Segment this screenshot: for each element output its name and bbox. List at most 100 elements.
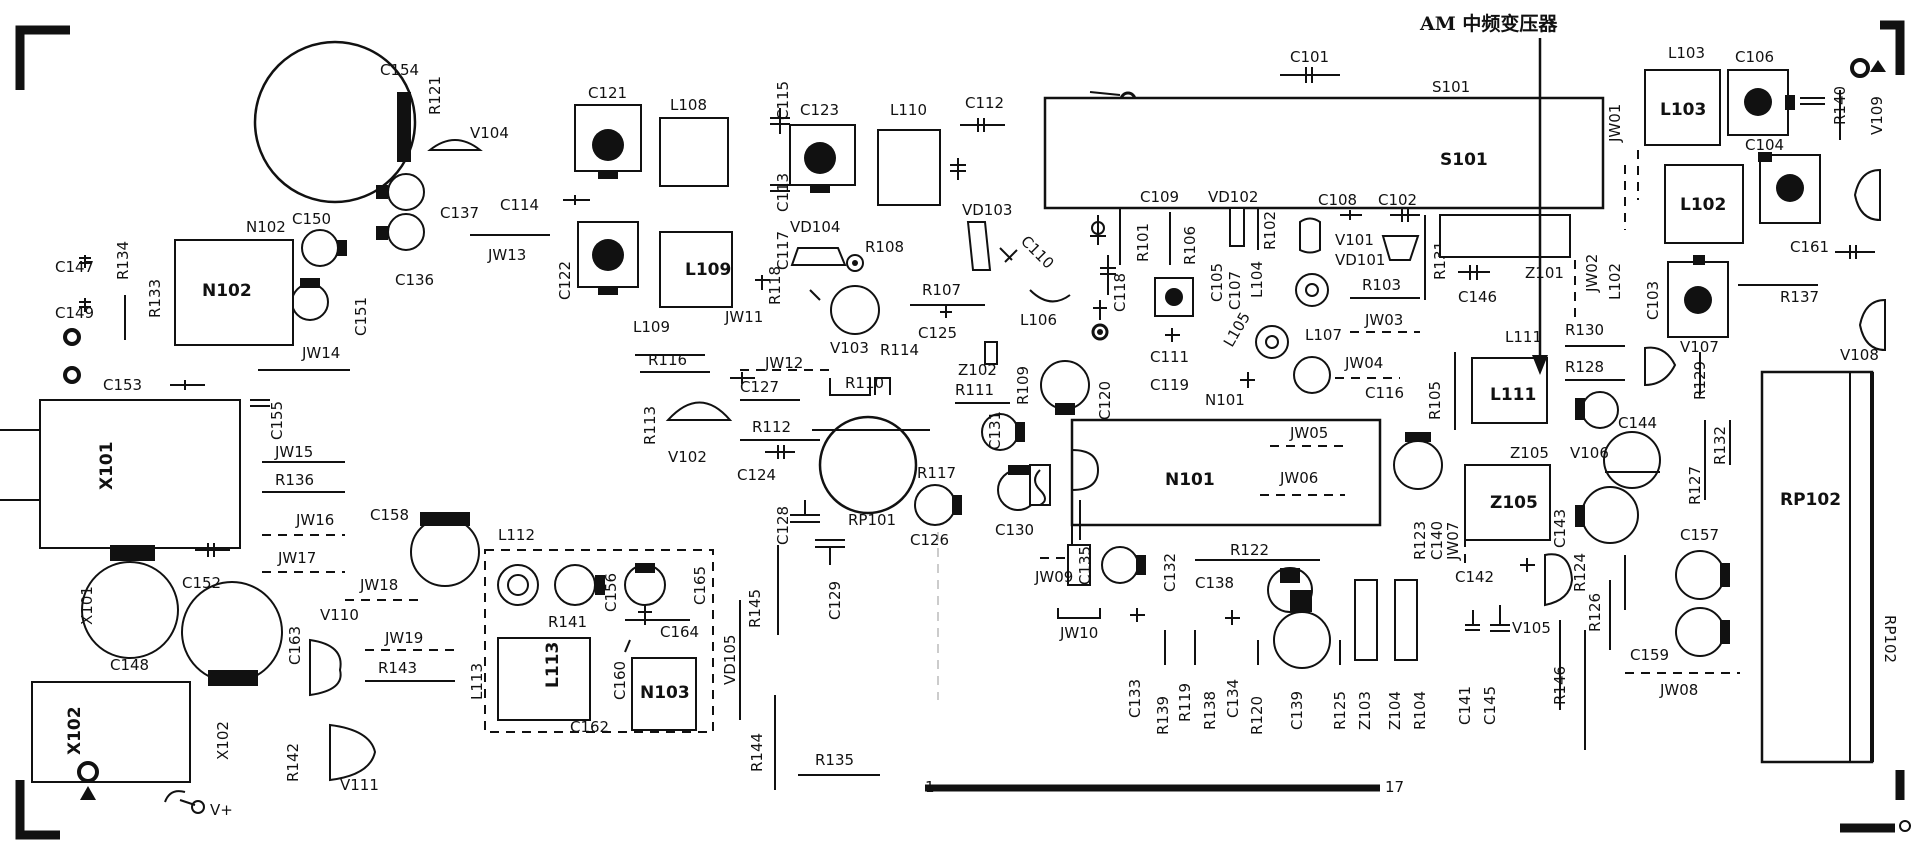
- label-R114: R114: [880, 341, 919, 359]
- label-R128: R128: [1565, 358, 1604, 376]
- label-S101a: S101: [1432, 78, 1470, 96]
- label-R121: R121: [426, 76, 444, 115]
- label-JW10: JW10: [1059, 624, 1098, 642]
- label-L107: L107: [1305, 326, 1342, 344]
- label-C128: C128: [774, 506, 792, 545]
- label-C103: C103: [1644, 281, 1662, 320]
- label-Z105a: Z105: [1510, 444, 1549, 462]
- label-C151: C151: [352, 297, 370, 336]
- corner-mark-icon: [15, 20, 1911, 840]
- label-Z101: Z101: [1525, 264, 1564, 282]
- label-R118: R118: [766, 266, 784, 305]
- label-C126: C126: [910, 531, 949, 549]
- label-R108: R108: [865, 238, 904, 256]
- label-L109b: L109: [633, 318, 670, 336]
- label-RP102a: RP102: [1780, 490, 1841, 510]
- label-C108: C108: [1318, 191, 1357, 209]
- label-R125: R125: [1331, 691, 1349, 730]
- label-R107: R107: [922, 281, 961, 299]
- label-C142: C142: [1455, 568, 1494, 586]
- label-JW07: JW07: [1444, 522, 1462, 561]
- label-C134: C134: [1224, 679, 1242, 718]
- label-Z105b: Z105: [1490, 493, 1538, 513]
- label-C141: C141: [1456, 686, 1474, 725]
- label-C118: C118: [1111, 273, 1129, 312]
- label-Z102: Z102: [958, 361, 997, 379]
- label-C138: C138: [1195, 574, 1234, 592]
- label-R102: R102: [1261, 211, 1279, 250]
- label-R142: R142: [284, 743, 302, 782]
- label-C132: C132: [1161, 553, 1179, 592]
- label-R136: R136: [275, 471, 314, 489]
- label-C111: C111: [1150, 348, 1189, 366]
- label-R106: R106: [1181, 226, 1199, 265]
- label-C115: C115: [774, 81, 792, 120]
- label-C147: C147: [55, 258, 94, 276]
- test-point-icon: [852, 260, 1103, 335]
- label-L108: L108: [670, 96, 707, 114]
- label-C114: C114: [500, 196, 539, 214]
- label-R133: R133: [146, 279, 164, 318]
- label-L113b: L113: [468, 663, 486, 700]
- label-Z104: Z104: [1386, 691, 1404, 730]
- label-JW03: JW03: [1364, 311, 1403, 329]
- label-R122: R122: [1230, 541, 1269, 559]
- label-Z103: Z103: [1356, 691, 1374, 730]
- label-Vplus: V+: [210, 801, 233, 819]
- label-R110: R110: [845, 374, 884, 392]
- label-JW08: JW08: [1659, 681, 1698, 699]
- label-C106: C106: [1735, 48, 1774, 66]
- label-C146: C146: [1458, 288, 1497, 306]
- label-C107: C107: [1226, 271, 1244, 310]
- label-C148: C148: [110, 656, 149, 674]
- label-C155: C155: [268, 401, 286, 440]
- label-JW12: JW12: [764, 354, 803, 372]
- label-N101a: N101: [1205, 391, 1245, 409]
- label-L102a: L102: [1680, 195, 1726, 215]
- label-VD101: VD101: [1335, 251, 1385, 269]
- label-R135: R135: [815, 751, 854, 769]
- label-C159: C159: [1630, 646, 1669, 664]
- label-JW09: JW09: [1034, 568, 1073, 586]
- label-VD103: VD103: [962, 201, 1012, 219]
- label-R127: R127: [1686, 466, 1704, 505]
- label-C123: C123: [800, 101, 839, 119]
- label-C120: C120: [1096, 381, 1114, 420]
- label-JW06: JW06: [1279, 469, 1318, 487]
- label-C163: C163: [286, 626, 304, 665]
- label-C152: C152: [182, 574, 221, 592]
- right-section: L103 L103 C106 R140 V109 C104 L102 L102 …: [1606, 44, 1899, 764]
- label-V111: V111: [340, 776, 379, 794]
- label-C102: C102: [1378, 191, 1417, 209]
- label-V110: V110: [320, 606, 359, 624]
- label-R111: R111: [955, 381, 994, 399]
- label-JW05: JW05: [1289, 424, 1328, 442]
- label-L103b: L103: [1660, 100, 1706, 120]
- label-C109: C109: [1140, 188, 1179, 206]
- label-JW16: JW16: [295, 511, 334, 529]
- label-JW11: JW11: [724, 308, 763, 326]
- label-R143: R143: [378, 659, 417, 677]
- label-R134: R134: [114, 241, 132, 280]
- label-R117: R117: [917, 464, 956, 482]
- label-L106: L106: [1020, 311, 1057, 329]
- label-C133: C133: [1126, 679, 1144, 718]
- label-C136: C136: [395, 271, 434, 289]
- center-section: C101 S101 S101 C109 VD102 R101 R106 R102…: [925, 48, 1661, 796]
- label-JW01: JW01: [1606, 104, 1624, 143]
- label-C150: C150: [292, 210, 331, 228]
- label-JW14: JW14: [301, 344, 340, 362]
- left-section: C154 R121 V104 C137 C136 C150 C151 N102 …: [0, 40, 509, 819]
- label-R112: R112: [752, 418, 791, 436]
- label-R104: R104: [1411, 691, 1429, 730]
- label-C164: C164: [660, 623, 699, 641]
- label-C143: C143: [1551, 509, 1569, 548]
- label-C129: C129: [826, 581, 844, 620]
- label-L113a: L113: [543, 642, 563, 688]
- label-V104: V104: [470, 124, 509, 142]
- label-R123: R123: [1411, 521, 1429, 560]
- label-C144: C144: [1618, 414, 1657, 432]
- label-C101: C101: [1290, 48, 1329, 66]
- label-V102: V102: [668, 448, 707, 466]
- label-N101b: N101: [1165, 470, 1215, 490]
